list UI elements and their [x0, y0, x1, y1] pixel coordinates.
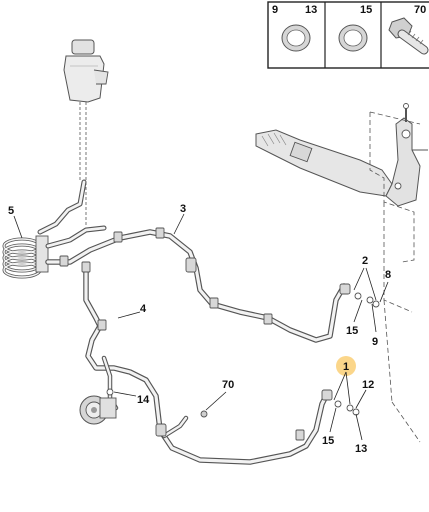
callout-highlight	[336, 356, 356, 376]
reservoir-dashed-leader	[79, 102, 87, 225]
steering-rack	[255, 103, 428, 207]
callout-2: 2	[362, 255, 368, 267]
legend-cell-seal-15: 15	[338, 4, 372, 52]
callout-numbers: 5 3 4 2 8 9 15 1 12 15 13 70 14	[8, 203, 391, 455]
cooler-coil	[2, 235, 49, 279]
hose-5-branch	[37, 179, 107, 249]
bolt-icon	[388, 17, 429, 55]
callout-12: 12	[362, 379, 374, 391]
callout-5: 5	[8, 205, 14, 217]
parts-legend: 9 13 15 70	[267, 1, 429, 69]
hose-clips	[59, 227, 351, 441]
steering-pump	[79, 395, 117, 425]
callout-13: 13	[355, 443, 367, 455]
fluid-reservoir	[63, 39, 109, 103]
callout-15-lower: 15	[322, 435, 334, 447]
legend-cell-seal-9-13: 9 13	[272, 4, 317, 52]
seal-ring-icon	[338, 24, 368, 52]
callout-70: 70	[222, 379, 234, 391]
callout-14: 14	[137, 394, 150, 406]
legend-number: 13	[305, 4, 317, 16]
legend-number: 70	[414, 4, 426, 16]
callout-1: 1	[343, 361, 349, 373]
seal-markers	[106, 292, 380, 418]
callout-3: 3	[180, 203, 186, 215]
seal-ring-icon	[281, 24, 311, 52]
leader-lines	[13, 213, 389, 441]
callout-4: 4	[140, 303, 147, 315]
legend-number: 15	[360, 4, 372, 16]
rack-dashed-outline	[369, 111, 421, 443]
callout-9: 9	[372, 336, 378, 348]
callout-8: 8	[385, 269, 391, 281]
callout-15-upper: 15	[346, 325, 358, 337]
legend-number: 9	[272, 4, 278, 16]
hose-3	[45, 229, 347, 343]
legend-cell-bolt-70: 70	[388, 4, 429, 55]
